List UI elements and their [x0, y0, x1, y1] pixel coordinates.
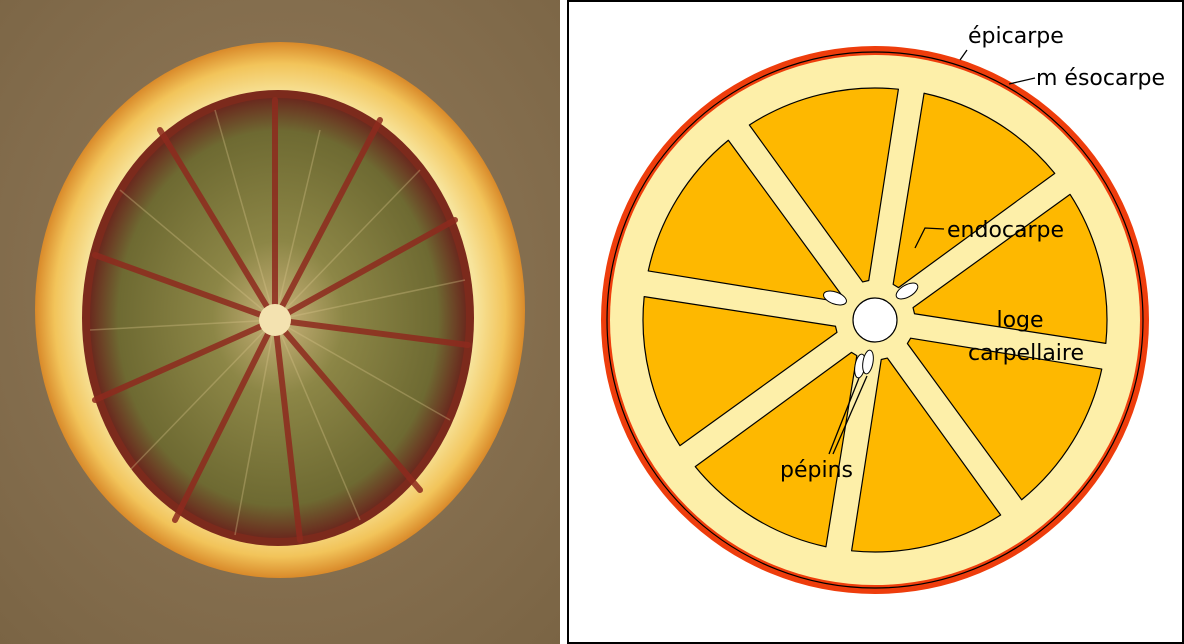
- diagram-center: [853, 298, 897, 342]
- orange-diagram-svg: épicarpe m ésocarpe endocarpe loge carpe…: [567, 0, 1184, 644]
- label-carpellaire: carpellaire: [968, 341, 1084, 366]
- orange-diagram: épicarpe m ésocarpe endocarpe loge carpe…: [567, 0, 1184, 644]
- label-epicarpe: épicarpe: [968, 24, 1064, 49]
- label-endocarpe: endocarpe: [947, 218, 1064, 243]
- label-mesocarpe: m ésocarpe: [1036, 66, 1165, 91]
- label-pepins: pépins: [780, 458, 853, 483]
- orange-core: [259, 304, 291, 336]
- label-loge: loge: [996, 308, 1043, 333]
- orange-photo-illustration: [0, 0, 560, 644]
- orange-photo: [0, 0, 560, 644]
